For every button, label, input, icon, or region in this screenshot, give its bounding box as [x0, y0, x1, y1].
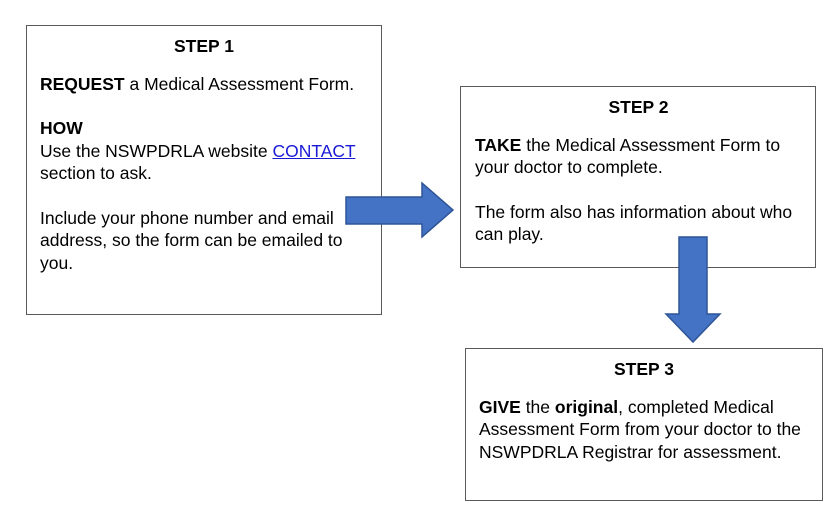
how-heading: HOW — [40, 118, 83, 138]
give-text-mid: the — [520, 396, 555, 417]
include-contact-text: Include your phone number and email addr… — [40, 207, 343, 273]
step-2-title: STEP 2 — [608, 97, 669, 117]
step-3-box: STEP 3 GIVE the original, completed Medi… — [465, 348, 823, 501]
right-arrow-icon — [345, 181, 455, 239]
how-text-before: Use the NSWPDRLA website — [40, 140, 273, 161]
step-3-title: STEP 3 — [614, 359, 674, 379]
step-3-give-text: GIVE the original, completed Medical Ass… — [479, 396, 809, 464]
contact-link[interactable]: CONTACT — [272, 140, 356, 161]
step-2-box: STEP 2 TAKE the Medical Assessment Form … — [460, 86, 816, 268]
step-1-box: STEP 1 REQUEST a Medical Assessment Form… — [26, 25, 382, 315]
down-arrow-icon — [664, 236, 722, 344]
request-description: a Medical Assessment Form. — [124, 73, 355, 94]
right-arrow-shape — [345, 181, 455, 239]
take-keyword: TAKE — [475, 134, 522, 155]
original-keyword: original — [554, 396, 619, 417]
request-keyword: REQUEST — [40, 73, 125, 94]
take-description: the Medical Assessment Form to your doct… — [475, 134, 781, 178]
step-2-take-text: TAKE the Medical Assessment Form to your… — [475, 134, 802, 179]
give-description: , completed Medical Assessment Form from… — [479, 396, 801, 462]
down-arrow-shape — [664, 236, 722, 344]
how-text-after: section to ask. — [40, 163, 152, 183]
step-1-request-text: REQUEST a Medical Assessment Form. — [40, 73, 368, 96]
step-1-title: STEP 1 — [174, 36, 234, 56]
step-2-info-text: The form also has information about who … — [475, 201, 793, 245]
how-text: Use the NSWPDRLA website CONTACT section… — [40, 140, 368, 185]
give-keyword: GIVE — [479, 396, 521, 417]
